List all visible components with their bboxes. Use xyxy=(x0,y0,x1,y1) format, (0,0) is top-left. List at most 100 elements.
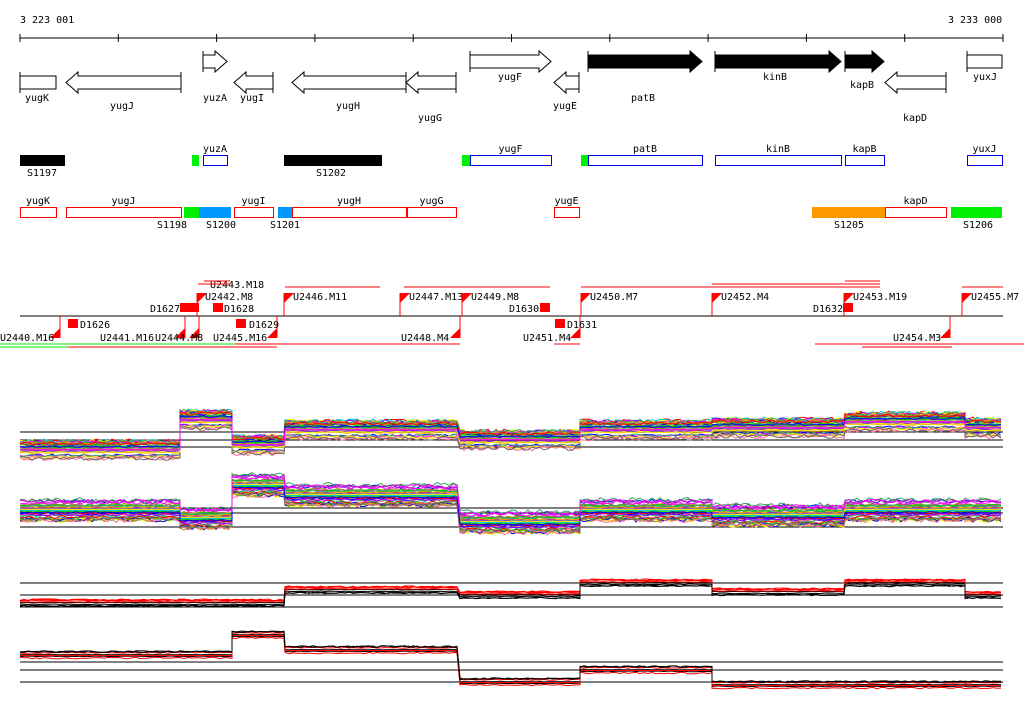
gene-label: yuxJ xyxy=(973,72,997,83)
gene-arrow-yugE[interactable] xyxy=(553,70,580,95)
tu-flag-icon[interactable] xyxy=(197,293,207,303)
segment-S1201[interactable] xyxy=(278,207,292,218)
gene-box[interactable] xyxy=(470,155,552,166)
tu-flag-icon[interactable] xyxy=(50,328,60,338)
promoter-mark[interactable] xyxy=(581,155,588,166)
gene-box-label: yuzA xyxy=(203,144,227,155)
downshift-label: D1631 xyxy=(567,320,597,331)
tu-label: U2448.M4 xyxy=(401,333,449,344)
gene-box[interactable] xyxy=(203,155,228,166)
tu-label: U2444.M8 xyxy=(155,333,203,344)
tu-label: U2443.M18 xyxy=(210,280,264,291)
gene-box[interactable] xyxy=(234,207,274,218)
expression-profile-line xyxy=(19,481,1002,521)
promoter-mark[interactable] xyxy=(192,155,199,166)
tu-flag-icon[interactable] xyxy=(175,328,185,338)
tu-label: U2441.M16 xyxy=(100,333,154,344)
gene-arrow-yuxJ[interactable] xyxy=(966,54,1003,69)
segment-S1206[interactable] xyxy=(951,207,1002,218)
downshift-label: D1628 xyxy=(224,304,254,315)
downshift-mark[interactable] xyxy=(843,303,853,312)
expression-profile-line xyxy=(19,408,1002,445)
gene-arrow-yugG[interactable] xyxy=(405,70,457,95)
tu-flag-icon[interactable] xyxy=(962,293,972,303)
gene-box[interactable] xyxy=(715,155,842,166)
gene-arrow-patB[interactable] xyxy=(587,49,703,74)
gene-box[interactable] xyxy=(20,207,57,218)
gene-box-label: yugI xyxy=(241,196,265,207)
tu-flag-icon[interactable] xyxy=(284,293,294,303)
expression-profile-line xyxy=(19,633,1002,686)
expression-profile-line xyxy=(19,579,1002,602)
tu-label: U2450.M7 xyxy=(590,292,638,303)
expression-profile-line xyxy=(19,584,1002,608)
expression-profile-line xyxy=(19,475,1002,517)
gene-arrow-yuzA[interactable] xyxy=(202,49,228,74)
downshift-label: D1629 xyxy=(249,320,279,331)
tu-flag-icon[interactable] xyxy=(581,293,591,303)
gene-box[interactable] xyxy=(588,155,703,166)
gene-label: kinB xyxy=(763,72,787,83)
downshift-mark[interactable] xyxy=(540,303,550,312)
gene-arrow-yugJ[interactable] xyxy=(65,70,182,95)
downshift-mark[interactable] xyxy=(555,319,565,328)
segment-S1205[interactable] xyxy=(812,207,885,218)
expression-profiles xyxy=(19,408,1003,690)
gene-box[interactable] xyxy=(885,207,947,218)
tu-flag-icon[interactable] xyxy=(400,293,410,303)
tu-flag-icon[interactable] xyxy=(450,328,460,338)
gene-arrow-kapD[interactable] xyxy=(884,70,947,95)
gene-box[interactable] xyxy=(66,207,182,218)
tu-flag-icon[interactable] xyxy=(570,328,580,338)
tu-label: U2455.M7 xyxy=(971,292,1019,303)
downshift-mark[interactable] xyxy=(180,303,190,312)
expression-profile-line xyxy=(19,487,1001,529)
gene-box[interactable] xyxy=(554,207,580,218)
gene-arrow-kinB[interactable] xyxy=(714,49,842,74)
gene-arrow-kapB[interactable] xyxy=(844,49,885,74)
tu-flag-icon[interactable] xyxy=(267,328,277,338)
downshift-mark[interactable] xyxy=(213,303,223,312)
gene-box-label: yugG xyxy=(419,196,443,207)
expression-profile-line xyxy=(20,581,1001,603)
gene-label: kapB xyxy=(850,80,874,91)
gene-box-label: kapB xyxy=(852,144,876,155)
gene-label: yugG xyxy=(418,113,442,124)
promoter-mark[interactable] xyxy=(462,155,470,166)
gene-arrow-yugH[interactable] xyxy=(291,70,407,95)
gene-arrow-yugI[interactable] xyxy=(233,70,274,95)
segment-S1202[interactable] xyxy=(284,155,382,166)
segment-S1200[interactable] xyxy=(199,207,231,218)
tu-flag-icon[interactable] xyxy=(189,328,199,338)
gene-box[interactable] xyxy=(407,207,457,218)
tu-label: U2445.M16 xyxy=(213,333,267,344)
gene-box-label: yugH xyxy=(337,196,361,207)
downshift-label: D1630 xyxy=(509,304,539,315)
gene-label: kapD xyxy=(903,113,927,124)
tu-flag-icon[interactable] xyxy=(712,293,722,303)
tu-flag-icon[interactable] xyxy=(462,293,472,303)
gene-box[interactable] xyxy=(845,155,885,166)
tu-flag-icon[interactable] xyxy=(844,293,854,303)
segment-S1198[interactable] xyxy=(184,207,199,218)
tu-flag-icon[interactable] xyxy=(940,328,950,338)
segment-S1197[interactable] xyxy=(20,155,65,166)
segment-label: S1202 xyxy=(316,168,346,179)
gene-box-label: yugK xyxy=(26,196,50,207)
tu-label: U2447.M13 xyxy=(409,292,463,303)
gene-box[interactable] xyxy=(967,155,1003,166)
tu-label: U2453.M19 xyxy=(853,292,907,303)
gene-label: yugK xyxy=(25,93,49,104)
gene-box-label: yuxJ xyxy=(972,144,996,155)
downshift-mark[interactable] xyxy=(236,319,246,328)
gene-label: yugH xyxy=(336,101,360,112)
gene-arrow-yugF[interactable] xyxy=(469,49,552,74)
downshift-mark[interactable] xyxy=(68,319,78,328)
gene-label: patB xyxy=(631,93,655,104)
downshift-mark[interactable] xyxy=(189,303,199,312)
gene-arrow-yugK[interactable] xyxy=(19,75,57,90)
gene-box[interactable] xyxy=(292,207,407,218)
